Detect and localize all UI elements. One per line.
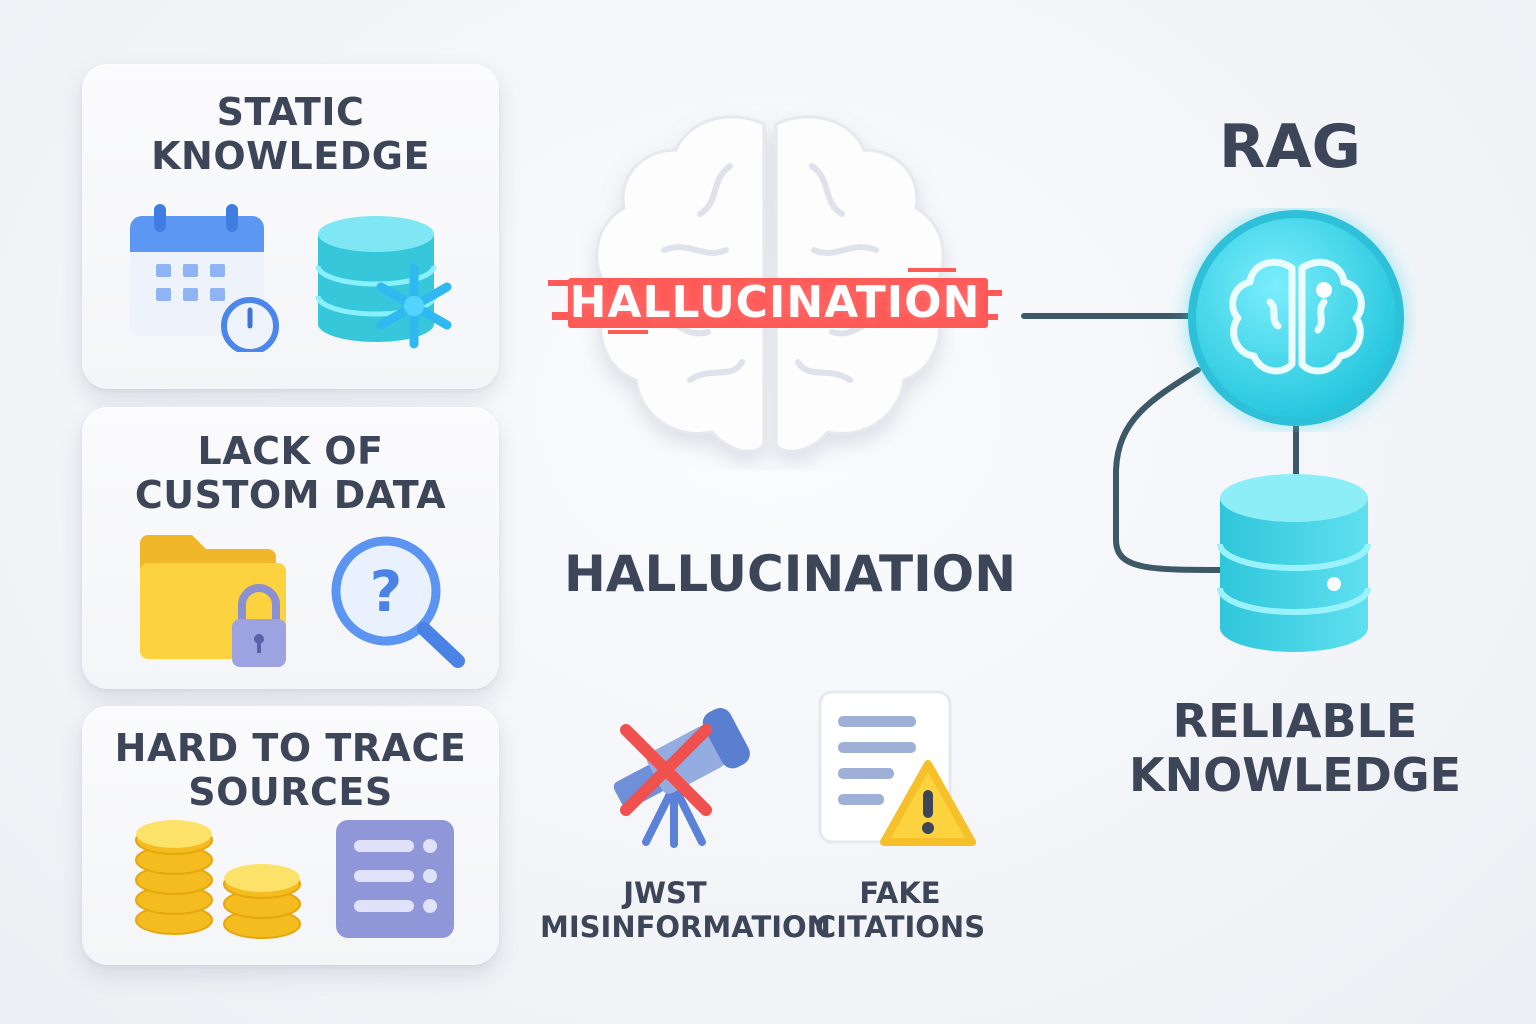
calendar-clock-icon	[130, 204, 279, 352]
reliable-knowledge-label: RELIABLE KNOWLEDGE	[1128, 694, 1462, 802]
glitch-background	[548, 268, 1002, 334]
svg-text:?: ?	[370, 560, 402, 625]
jwst-label: JWST MISINFORMATION	[540, 876, 831, 944]
custom-data-card: LACK OF CUSTOM DATA ?	[82, 407, 499, 689]
card-title: STATIC KNOWLEDGE	[151, 90, 430, 178]
server-list-icon	[336, 820, 454, 938]
hallucination-banner: HALLUCINATION	[548, 268, 1002, 336]
hallucination-heading: HALLUCINATION	[563, 545, 1017, 603]
locked-folder-icon	[140, 535, 286, 667]
coin-stack-icon	[135, 820, 301, 939]
connector-lines	[1021, 313, 1299, 573]
static-knowledge-card: STATIC KNOWLEDGE	[82, 64, 499, 389]
trace-sources-card: HARD TO TRACE SOURCES	[82, 706, 499, 965]
rag-title: RAG	[1219, 112, 1361, 182]
card-title: HARD TO TRACE SOURCES	[114, 726, 467, 814]
knowledge-database-icon	[1217, 474, 1371, 652]
fake-citations-label: FAKE CITATIONS	[814, 876, 986, 944]
document-warning-icon	[818, 690, 976, 846]
crossed-telescope-icon	[613, 708, 750, 848]
card-title: LACK OF CUSTOM DATA	[134, 429, 447, 517]
frozen-database-icon	[315, 216, 452, 349]
banner-text: HALLUCINATION	[569, 277, 981, 328]
search-question-icon: ?	[331, 536, 465, 668]
rag-brain-icon	[1188, 210, 1404, 426]
